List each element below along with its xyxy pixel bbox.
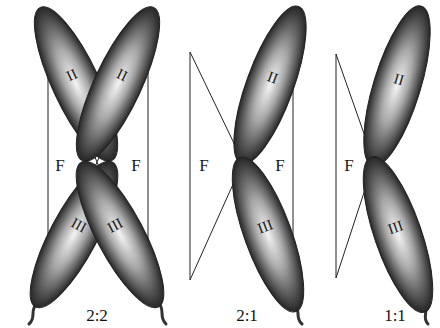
ellipse-body: [218, 149, 318, 319]
ligand-label: F: [344, 156, 353, 176]
ligand-label: F: [199, 156, 208, 176]
ellipse-body: [61, 151, 179, 318]
ligand-label: F: [131, 156, 140, 176]
ligand-label: F: [55, 156, 64, 176]
ellipse-body: [349, 149, 440, 319]
ellipse-body: [219, 0, 320, 172]
ratio-label: 1:1: [384, 306, 406, 326]
ellipse-body: [61, 0, 175, 171]
domain-ellipse: III: [217, 148, 319, 319]
domain-ellipse: II: [349, 0, 440, 173]
ellipse-body: [350, 0, 440, 173]
domain-ellipse: III: [348, 148, 440, 320]
ligand-label: F: [275, 156, 284, 176]
ratio-label: 2:1: [236, 306, 258, 326]
ratio-label: 2:2: [86, 306, 108, 326]
domain-ellipse: II: [219, 0, 322, 172]
